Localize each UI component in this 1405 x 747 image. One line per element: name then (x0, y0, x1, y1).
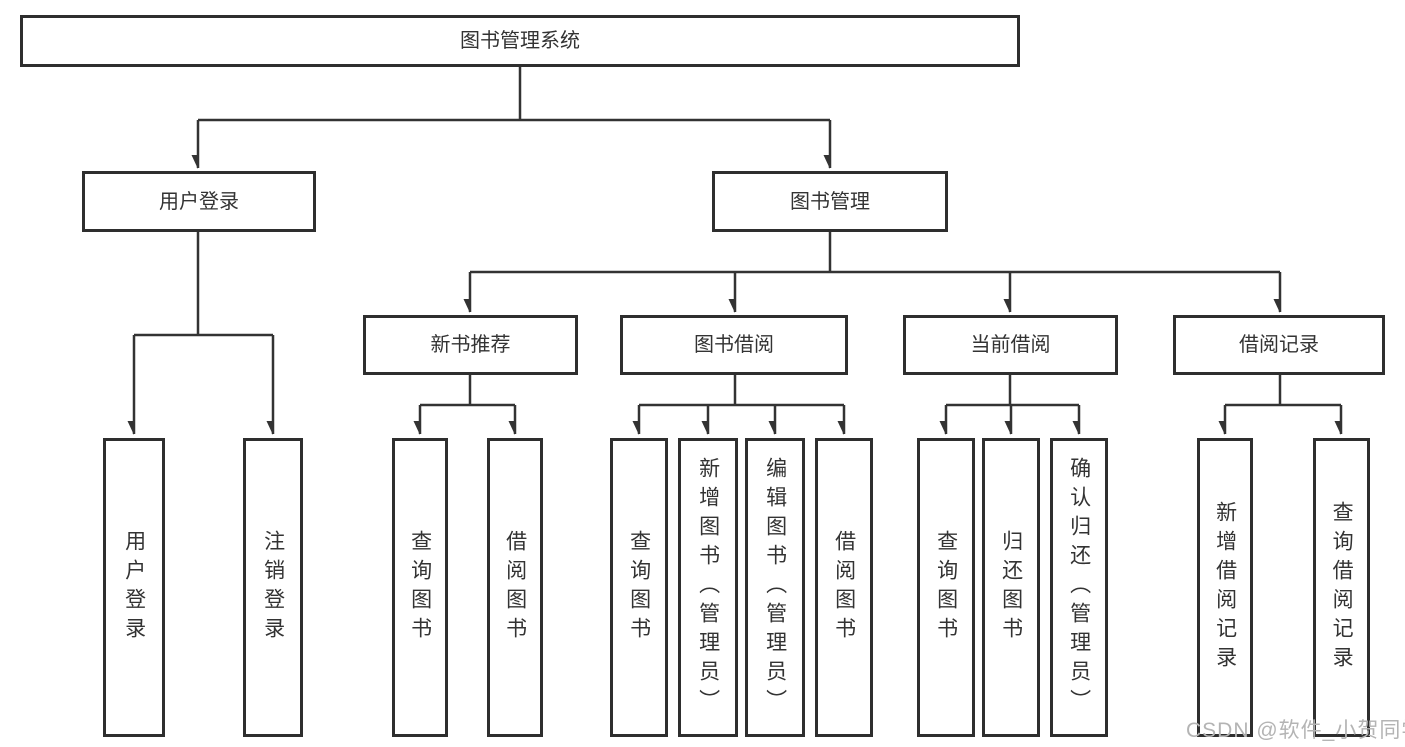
node-leaf-query-books-3: 查询图书 (917, 438, 975, 737)
node-label: 用户登录 (122, 529, 146, 646)
node-label: 查询图书 (934, 529, 958, 646)
node-label: 编辑图书（管理员） (763, 457, 787, 718)
node-leaf-logout: 注销登录 (243, 438, 303, 737)
node-leaf-user-login: 用户登录 (103, 438, 165, 737)
node-leaf-return-books: 归还图书 (982, 438, 1040, 737)
node-leaf-query-books-1: 查询图书 (392, 438, 448, 737)
node-leaf-borrow-books-2: 借阅图书 (815, 438, 873, 737)
node-book-management: 图书管理 (712, 171, 948, 232)
node-label: 查询图书 (627, 529, 651, 646)
node-label: 借阅图书 (503, 529, 527, 646)
node-borrow-records: 借阅记录 (1173, 315, 1385, 375)
node-label: 查询图书 (408, 529, 432, 646)
node-new-book-recommend: 新书推荐 (363, 315, 578, 375)
node-label: 确认归还（管理员） (1067, 457, 1091, 718)
node-label: 注销登录 (261, 529, 285, 646)
node-leaf-query-books-2: 查询图书 (610, 438, 668, 737)
node-leaf-query-borrow-record: 查询借阅记录 (1313, 438, 1370, 737)
node-leaf-edit-books-admin: 编辑图书（管理员） (745, 438, 805, 737)
node-label: 新增图书（管理员） (696, 457, 720, 718)
watermark: CSDN @软件_小贺同学 (1186, 719, 1405, 742)
node-leaf-add-books-admin: 新增图书（管理员） (678, 438, 738, 737)
node-book-borrow: 图书借阅 (620, 315, 848, 375)
node-leaf-borrow-books-1: 借阅图书 (487, 438, 543, 737)
node-current-borrow: 当前借阅 (903, 315, 1118, 375)
node-user-login: 用户登录 (82, 171, 316, 232)
node-label: 借阅图书 (832, 529, 856, 646)
node-label: 查询借阅记录 (1330, 500, 1354, 675)
node-label: 新增借阅记录 (1213, 500, 1237, 675)
node-leaf-confirm-return-admin: 确认归还（管理员） (1050, 438, 1108, 737)
node-label: 归还图书 (999, 529, 1023, 646)
node-leaf-add-borrow-record: 新增借阅记录 (1197, 438, 1253, 737)
node-root: 图书管理系统 (20, 15, 1020, 67)
